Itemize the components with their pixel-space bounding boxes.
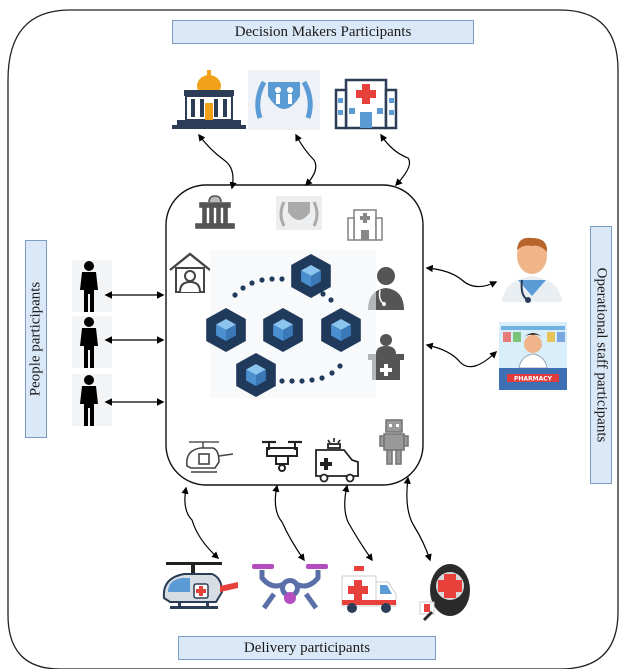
operational-staff-label: Operational staff participants	[590, 226, 612, 484]
government-building-icon	[172, 70, 246, 129]
people-participants-text: People participants	[27, 281, 44, 397]
pharmacist-icon: PHARMACY	[499, 322, 567, 390]
blockchain-block	[263, 308, 303, 352]
hospital-icon	[347, 209, 383, 241]
arrow-gov	[198, 133, 237, 190]
helicopter-icon	[185, 441, 234, 473]
desk-staff-icon	[368, 334, 404, 380]
arrow-un	[295, 133, 317, 187]
person-icon	[72, 260, 112, 312]
arrow-pharmacist	[425, 342, 498, 368]
robot-icon	[379, 419, 409, 465]
home-user-icon	[169, 252, 211, 293]
person-icon	[72, 374, 112, 426]
un-emblem-icon	[248, 70, 320, 130]
blockchain-network-icon	[206, 250, 376, 398]
svg-text:PHARMACY: PHARMACY	[514, 376, 553, 383]
arrow-ambulance	[342, 484, 373, 562]
doctor-icon	[502, 237, 562, 303]
delivery-participants-label: Delivery participants	[178, 636, 436, 660]
robot-icon	[419, 564, 470, 622]
drone-icon	[252, 564, 328, 610]
blockchain-block	[236, 353, 276, 397]
arrow-hospital	[380, 133, 411, 187]
blockchain-block	[206, 308, 246, 352]
people-participants-label: People participants	[25, 240, 47, 438]
blockchain-block	[321, 308, 361, 352]
drone-icon	[262, 440, 302, 472]
government-building-icon	[195, 195, 235, 229]
doctor-icon	[368, 267, 404, 310]
helicopter-icon	[162, 562, 238, 609]
operational-staff-text: Operational staff participants	[593, 267, 610, 443]
un-emblem-icon	[276, 196, 322, 230]
decision-makers-label: Decision Makers Participants	[172, 20, 474, 44]
ambulance-icon	[341, 566, 397, 613]
arrow-helicopter	[181, 486, 220, 559]
arrow-doctor	[425, 264, 498, 288]
arrow-robot	[403, 476, 432, 562]
ambulance-icon	[315, 438, 359, 483]
blockchain-block	[291, 254, 331, 298]
hospital-icon	[334, 78, 398, 130]
person-icon	[72, 316, 112, 368]
arrow-drone	[272, 484, 305, 562]
